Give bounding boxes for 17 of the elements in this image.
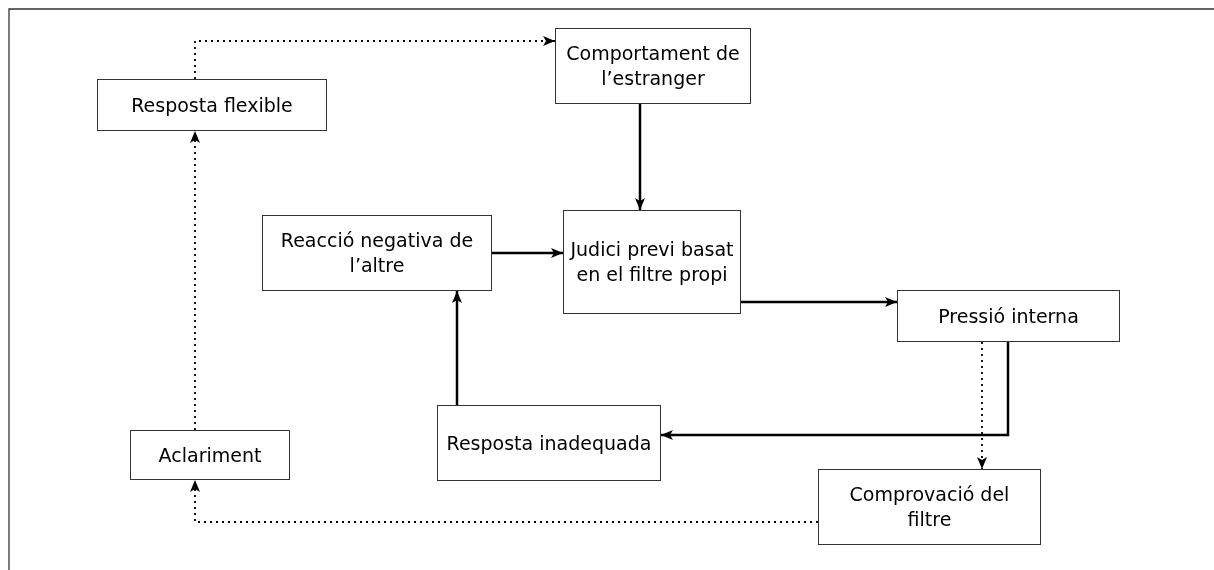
arrow: [741, 297, 897, 307]
arrow: [977, 341, 987, 470]
process-box: Reacció negativa de l’altre: [262, 215, 492, 291]
process-box: Comprovació del filtre: [818, 469, 1041, 545]
process-box: Pressió interna: [897, 290, 1120, 342]
process-box: Aclariment: [130, 430, 290, 480]
arrow: [190, 479, 819, 523]
process-box: Judici previ basat en el filtre propi: [563, 210, 741, 314]
arrow: [194, 36, 556, 80]
arrow: [661, 342, 1010, 440]
arrow: [492, 248, 563, 258]
arrow: [190, 130, 200, 431]
process-box: Resposta inadequada: [437, 405, 661, 481]
arrow: [452, 291, 462, 405]
process-box: Resposta flexible: [97, 79, 327, 131]
arrow: [635, 104, 645, 210]
process-box: Comportament de l’estranger: [555, 28, 751, 104]
